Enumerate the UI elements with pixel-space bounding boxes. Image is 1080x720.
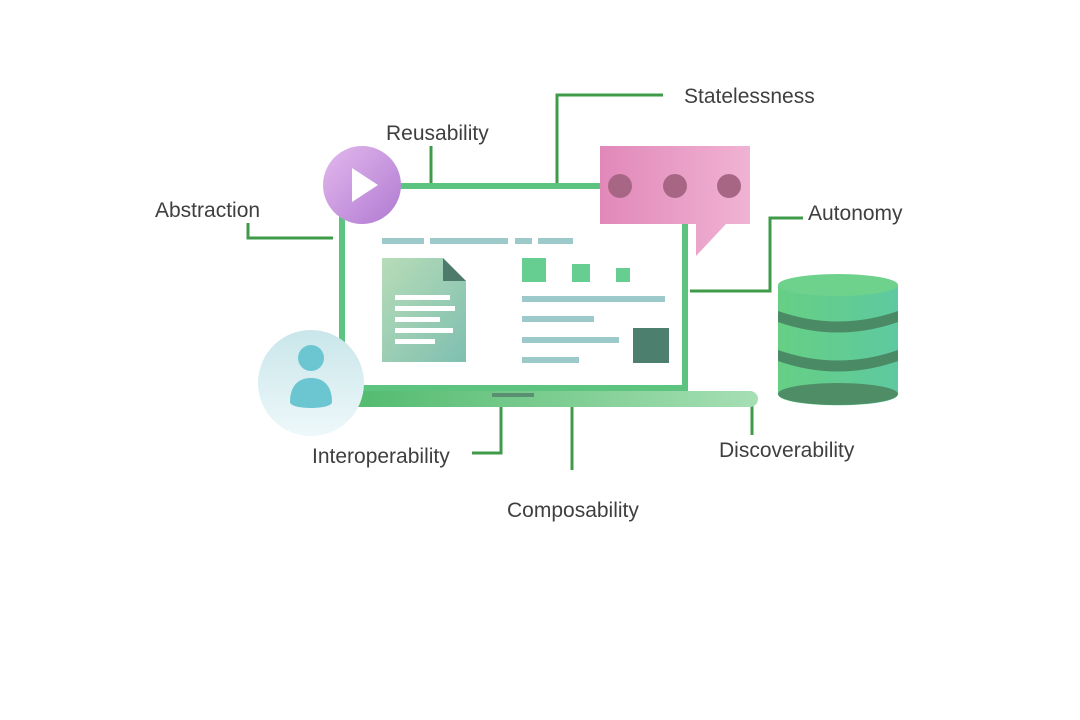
- content-line: [522, 357, 579, 363]
- content-line: [522, 296, 665, 302]
- content-square-medium: [572, 264, 590, 282]
- header-bar: [382, 238, 424, 244]
- connector-abstraction: [246, 223, 333, 240]
- chat-dot: [663, 174, 687, 198]
- content-square-small: [616, 268, 630, 282]
- header-bar: [430, 238, 508, 244]
- laptop-base: [333, 391, 758, 407]
- connector-interoperability: [472, 406, 503, 455]
- connector-autonomy: [690, 216, 803, 293]
- header-bar: [515, 238, 532, 244]
- document-icon: [382, 258, 466, 362]
- chat-bubble-icon: [600, 146, 750, 256]
- content-dark-square: [633, 328, 669, 363]
- labels: Abstraction Reusability Statelessness Au…: [155, 85, 903, 522]
- label-reusability: Reusability: [386, 122, 489, 145]
- chat-dot: [608, 174, 632, 198]
- database-icon: [778, 274, 898, 406]
- laptop-notch: [492, 393, 534, 397]
- user-icon: [258, 330, 364, 436]
- chat-dot: [717, 174, 741, 198]
- play-icon: [323, 146, 401, 224]
- label-abstraction: Abstraction: [155, 199, 260, 222]
- content-line: [522, 337, 619, 343]
- label-interoperability: Interoperability: [312, 445, 450, 468]
- content-square-large: [522, 258, 546, 282]
- connector-lines: [246, 93, 803, 470]
- label-composability: Composability: [507, 499, 639, 522]
- label-discoverability: Discoverability: [719, 439, 855, 462]
- content-line: [522, 316, 594, 322]
- header-bar: [538, 238, 573, 244]
- screen-content: [382, 238, 669, 363]
- label-statelessness: Statelessness: [684, 85, 815, 108]
- label-autonomy: Autonomy: [808, 202, 903, 225]
- connector-statelessness: [555, 93, 663, 186]
